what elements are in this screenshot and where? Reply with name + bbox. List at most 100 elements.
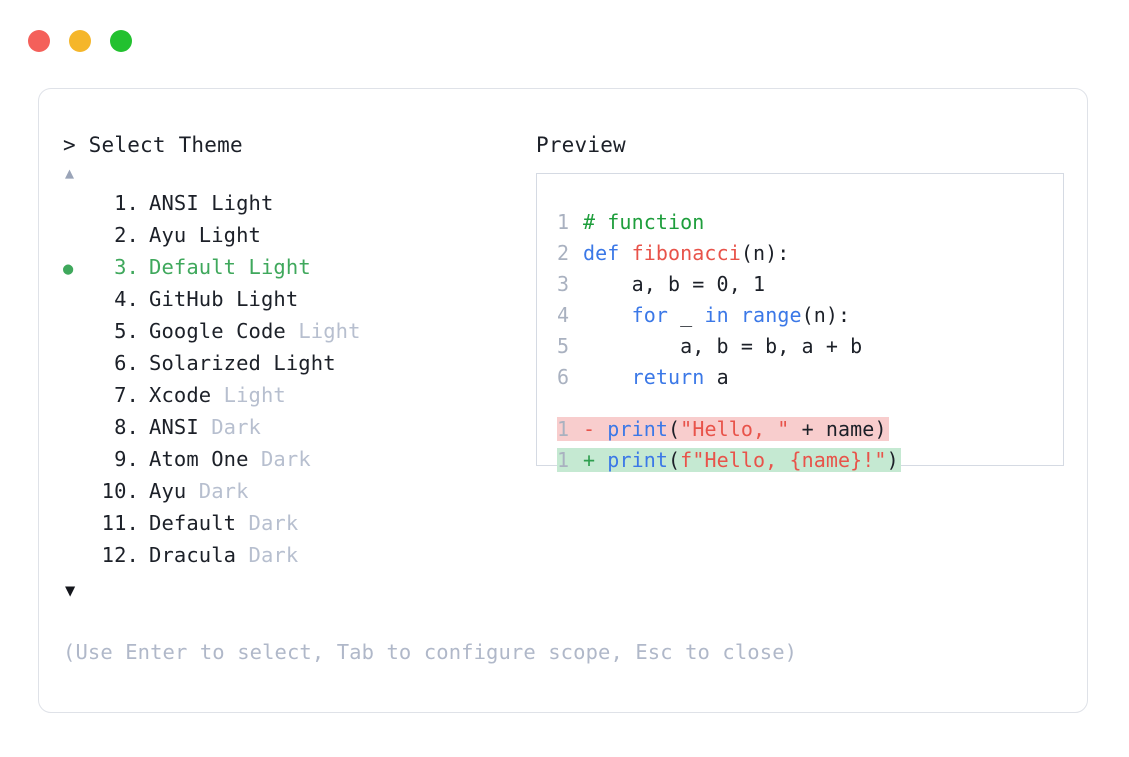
close-icon[interactable] <box>28 30 50 52</box>
theme-item-name: Ayu <box>149 479 187 503</box>
diff-sign: - <box>583 417 608 441</box>
maximize-icon[interactable] <box>110 30 132 52</box>
diff-lines: 1- print("Hello, " + name)1+ print(f"Hel… <box>557 417 1057 479</box>
theme-item-index: 10. <box>101 479 139 503</box>
line-number: 3 <box>557 272 570 296</box>
code-line: 5 a, b = b, a + b <box>557 334 1057 365</box>
preview-title: Preview <box>536 133 626 157</box>
theme-item-index: 7. <box>114 383 139 407</box>
code-line: 3 a, b = 0, 1 <box>557 272 1057 303</box>
diff-sign: + <box>583 448 608 472</box>
theme-list-item[interactable]: 8.ANSI Dark <box>63 415 533 447</box>
preview-panel-header: Preview <box>536 133 1066 157</box>
theme-item-index: 2. <box>114 223 139 247</box>
theme-item-index: 11. <box>101 511 139 535</box>
theme-item-name: Default <box>149 511 237 535</box>
code-token: # function <box>583 210 705 234</box>
theme-item-variant: Dark <box>248 447 311 471</box>
theme-list-item[interactable]: 6. Solarized Light <box>63 351 533 383</box>
code-token: a, b = 0, 1 <box>583 272 766 296</box>
line-number: 4 <box>557 303 570 327</box>
code-line: 6 return a <box>557 365 1057 396</box>
code-token: _ <box>668 303 705 327</box>
diff-line-text: + print(f"Hello, {name}!") <box>583 448 901 472</box>
code-token: print <box>607 448 669 472</box>
theme-item-index: 4. <box>114 287 139 311</box>
code-token: ( <box>668 417 681 441</box>
theme-item-name: Xcode <box>149 383 212 407</box>
code-token: fibonacci <box>631 241 741 265</box>
code-token <box>583 365 632 389</box>
theme-item-name: Google Code <box>149 319 286 343</box>
code-token: f"Hello, {name}!" <box>680 448 887 472</box>
line-number: 2 <box>557 241 570 265</box>
code-token: in <box>704 303 729 327</box>
theme-item-variant: Light <box>223 287 299 311</box>
theme-list-item[interactable]: 4. GitHub Light <box>63 287 533 319</box>
keyboard-hint: (Use Enter to select, Tab to configure s… <box>63 640 798 664</box>
scroll-down-arrow-icon[interactable]: ▼ <box>65 581 76 601</box>
theme-item-name: ANSI <box>149 415 199 439</box>
code-token <box>583 303 632 327</box>
theme-list-item[interactable]: 12. Dracula Dark <box>63 543 533 575</box>
code-line-text: def fibonacci(n): <box>583 241 789 265</box>
theme-item-variant: Dark <box>186 479 249 503</box>
diff-line-del: 1- print("Hello, " + name) <box>557 417 1057 448</box>
theme-item-index: 3. <box>114 255 139 279</box>
theme-item-index: 9. <box>114 447 139 471</box>
theme-item-name: GitHub <box>149 287 224 311</box>
code-token: def <box>583 241 632 265</box>
theme-item-name: Dracula <box>149 543 237 567</box>
theme-item-name: Atom One <box>149 447 249 471</box>
code-token: "Hello, " <box>680 417 790 441</box>
minimize-icon[interactable] <box>69 30 91 52</box>
line-number: 1 <box>557 448 583 472</box>
theme-item-index: 1. <box>114 191 139 215</box>
scroll-up-arrow-icon[interactable]: ▲ <box>65 164 75 182</box>
line-number: 1 <box>557 417 583 441</box>
code-token: (n): <box>740 241 790 265</box>
theme-item-name: Solarized <box>149 351 261 375</box>
code-token: + name) <box>789 417 887 441</box>
code-token: range <box>740 303 802 327</box>
code-line-text: for _ in range(n): <box>583 303 851 327</box>
theme-item-variant: Light <box>211 383 286 407</box>
theme-list-item[interactable]: 1.ANSI Light <box>63 191 533 223</box>
theme-list-item[interactable]: ●3.Default Light <box>63 255 533 287</box>
theme-list-item[interactable]: 7. Xcode Light <box>63 383 533 415</box>
theme-list-item[interactable]: 9. Atom One Dark <box>63 447 533 479</box>
diff-line-add: 1+ print(f"Hello, {name}!") <box>557 448 1057 479</box>
theme-item-variant: Light <box>285 319 361 343</box>
theme-list-item[interactable]: 11. Default Dark <box>63 511 533 543</box>
code-token: return <box>631 365 705 389</box>
code-line-text: return a <box>583 365 729 389</box>
code-token <box>729 303 741 327</box>
code-token: (n): <box>801 303 851 327</box>
selected-bullet-icon: ● <box>63 259 74 279</box>
code-token: print <box>607 417 669 441</box>
code-token: a, b = b, a + b <box>583 334 863 358</box>
theme-item-name: Default <box>149 255 237 279</box>
theme-item-name: ANSI <box>149 191 199 215</box>
theme-item-index: 6. <box>114 351 139 375</box>
theme-list-item[interactable]: 2.Ayu Light <box>63 223 533 255</box>
theme-item-variant: Dark <box>236 511 299 535</box>
theme-item-variant: Dark <box>198 415 261 439</box>
theme-item-variant: Light <box>186 223 261 247</box>
theme-item-variant: Light <box>260 351 336 375</box>
code-line: 1 # function <box>557 210 1057 241</box>
theme-item-variant: Dark <box>236 543 299 567</box>
theme-item-index: 12. <box>101 543 139 567</box>
theme-list-item[interactable]: 5.Google Code Light <box>63 319 533 351</box>
line-number: 1 <box>557 210 570 234</box>
code-token: for <box>631 303 669 327</box>
code-line-text: a, b = b, a + b <box>583 334 862 358</box>
code-token: a <box>704 365 729 389</box>
line-number: 5 <box>557 334 570 358</box>
theme-list-item[interactable]: 10. Ayu Dark <box>63 479 533 511</box>
